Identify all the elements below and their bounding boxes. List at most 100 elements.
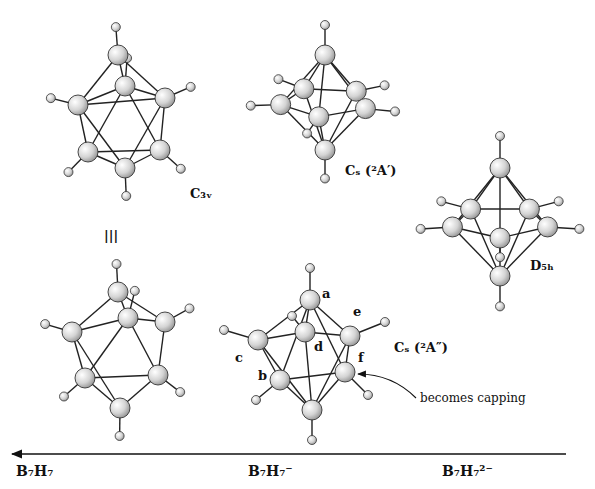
- boron-atom: [538, 217, 558, 237]
- atom-letter: b: [258, 368, 267, 383]
- boron-atom: [346, 81, 366, 101]
- boron-atom: [519, 199, 539, 219]
- boron-atom: [355, 99, 375, 119]
- cluster-molecule: [416, 132, 584, 311]
- cluster-molecule: [246, 21, 399, 184]
- boron-atom: [155, 312, 175, 332]
- bond-line: [500, 168, 548, 227]
- hydrogen-atom: [321, 21, 330, 30]
- hydrogen-atom: [59, 392, 68, 401]
- hydrogen-atom: [64, 168, 73, 177]
- bond-line: [258, 340, 312, 410]
- leader-arrow: [358, 374, 416, 398]
- hydrogen-atom: [321, 174, 330, 183]
- bond-line: [72, 332, 120, 408]
- boron-atom: [150, 140, 170, 160]
- bond-line: [499, 168, 500, 238]
- boron-atom: [270, 370, 290, 390]
- boron-atom: [294, 79, 314, 99]
- boron-atom: [309, 107, 329, 127]
- bond-line: [88, 86, 125, 152]
- boron-atom: [75, 368, 95, 388]
- boron-atom: [62, 322, 82, 342]
- hydrogen-atom: [381, 318, 390, 327]
- boron-atom: [108, 282, 128, 302]
- hydrogen-atom: [46, 94, 55, 103]
- atom-letter: d: [314, 339, 323, 354]
- boron-atom: [490, 266, 510, 286]
- hydrogen-atom: [41, 320, 50, 329]
- atom-letter: c: [235, 350, 243, 365]
- boron-atom: [108, 45, 128, 65]
- boron-atom: [490, 228, 510, 248]
- hydrogen-atom: [308, 436, 317, 445]
- boron-atom: [78, 142, 98, 162]
- boron-atom: [110, 398, 130, 418]
- hydrogen-atom: [496, 253, 505, 262]
- hydrogen-atom: [186, 82, 195, 91]
- symmetry-label: Cₛ (²A′): [345, 163, 397, 178]
- hydrogen-atom: [496, 132, 505, 141]
- symmetry-label: Cₛ (²A″): [394, 340, 448, 355]
- hydrogen-atom: [364, 391, 373, 400]
- cluster-molecule: [220, 264, 390, 445]
- bond-line: [305, 332, 312, 410]
- atom-letter: a: [322, 286, 330, 301]
- hydrogen-atom: [496, 302, 505, 311]
- boron-atom: [115, 158, 135, 178]
- boron-atom: [461, 199, 481, 219]
- boron-atom: [118, 308, 138, 328]
- atom-letter: f: [358, 350, 364, 365]
- cluster-molecule: [46, 23, 195, 201]
- hydrogen-atom: [220, 326, 229, 335]
- hydrogen-atom: [185, 304, 194, 313]
- hydrogen-atom: [437, 197, 446, 206]
- boron-atom: [271, 95, 291, 115]
- bond-line: [85, 318, 128, 378]
- boron-atom: [248, 330, 268, 350]
- hydrogen-atom: [274, 75, 283, 84]
- formula-label: B₇H₇²⁻: [442, 463, 493, 480]
- hydrogen-atom: [176, 388, 185, 397]
- boron-atom: [148, 365, 168, 385]
- hydrogen-atom: [288, 312, 297, 321]
- hydrogen-atom: [306, 264, 315, 273]
- annotation-note: becomes capping: [420, 391, 526, 406]
- hydrogen-atom: [554, 197, 563, 206]
- boron-atom: [300, 290, 320, 310]
- hydrogen-atom: [115, 431, 124, 440]
- hydrogen-atom: [416, 224, 425, 233]
- boron-atom: [295, 322, 315, 342]
- hydrogen-atom: [122, 191, 131, 200]
- cluster-molecule: [41, 260, 194, 441]
- formula-label: B₇H₇: [16, 463, 53, 480]
- isomer-mark: |||: [104, 228, 118, 243]
- boron-atom: [68, 95, 88, 115]
- boron-atom: [302, 400, 322, 420]
- boron-atom: [115, 76, 135, 96]
- bond-line: [88, 150, 160, 152]
- boron-atom: [315, 140, 335, 160]
- hydrogen-atom: [252, 396, 261, 405]
- hydrogen-atom: [391, 107, 400, 116]
- boron-atom: [442, 217, 462, 237]
- boron-atom: [490, 158, 510, 178]
- hydrogen-atom: [246, 101, 255, 110]
- hydrogen-atom: [112, 260, 121, 269]
- boron-atom: [340, 326, 360, 346]
- boron-atom: [335, 362, 355, 382]
- hydrogen-atom: [380, 81, 389, 90]
- hydrogen-atom: [575, 224, 584, 233]
- hydrogen-atom: [176, 164, 185, 173]
- atom-letter: e: [353, 304, 361, 319]
- formula-label: B₇H₇⁻: [248, 463, 293, 480]
- hydrogen-atom: [303, 129, 312, 138]
- symmetry-label: D₅ₕ: [530, 258, 554, 273]
- series-arrow: [12, 453, 566, 454]
- bond-line: [125, 86, 160, 150]
- bond-line: [85, 375, 158, 378]
- boron-atom: [315, 45, 335, 65]
- symmetry-label: C₃ᵥ: [190, 186, 212, 201]
